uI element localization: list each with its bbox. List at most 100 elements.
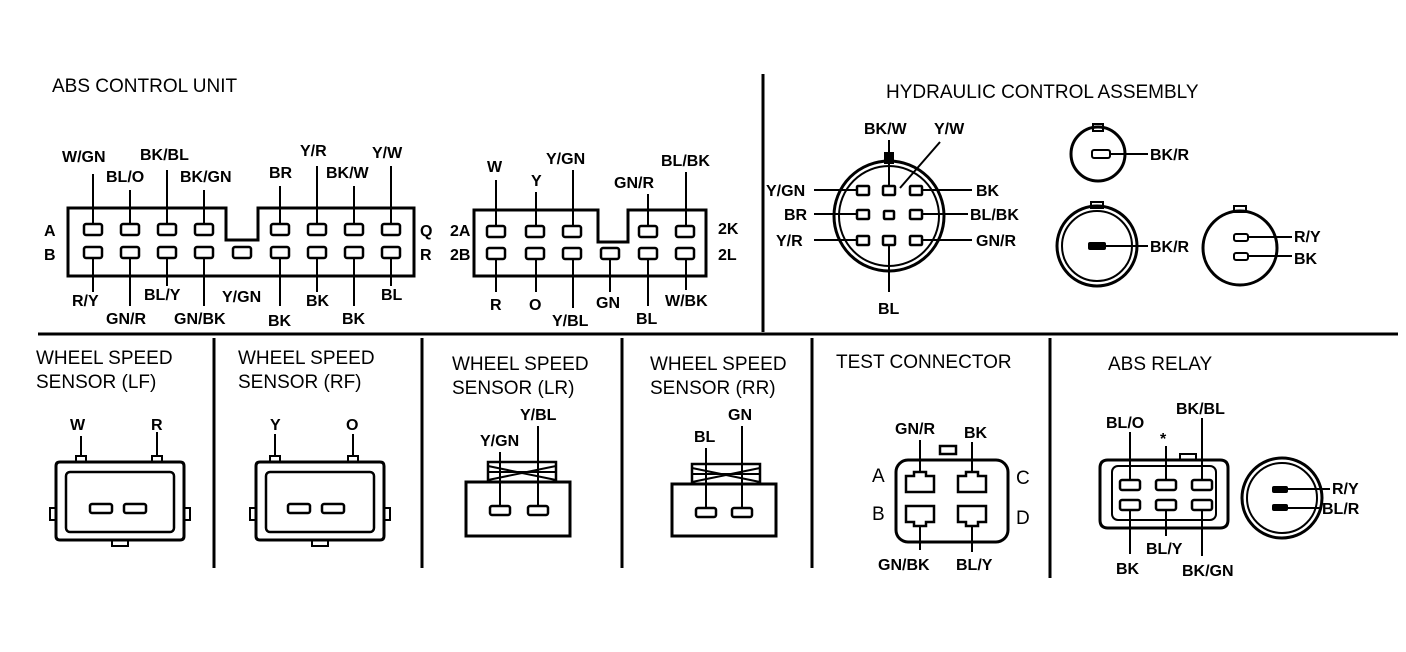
section-title: SENSOR (LF) — [36, 372, 156, 393]
abs-control-unit-connector-1: A B Q R W/GN BL/O BK/BL BK/GN BR Y/R BK/… — [44, 143, 432, 330]
hydraulic-control-assembly-title: HYDRAULIC CONTROL ASSEMBLY — [886, 82, 1199, 103]
section-title: TEST CONNECTOR — [836, 352, 1012, 373]
pin-letter: C — [1016, 468, 1030, 489]
row-label-r: R — [420, 247, 432, 264]
pin-row-2a — [485, 224, 696, 239]
pin-label: BL — [636, 311, 658, 328]
pin-label: BK/GN — [1182, 563, 1234, 580]
abs-control-unit-title: ABS CONTROL UNIT — [52, 76, 237, 97]
pin-label: BK/R — [1150, 239, 1190, 256]
row-label-b: B — [44, 247, 56, 264]
pin-letter: B — [872, 504, 885, 525]
pin-label: R — [151, 417, 163, 434]
wire-leads — [92, 166, 392, 306]
hydraulic-main-connector: BK/W Y/W Y/GN BR Y/R BK BL/BK GN/R BL — [766, 121, 1019, 318]
pin-label: BK — [1294, 251, 1318, 268]
pin-label: Y/GN — [766, 183, 805, 200]
pin-label: W/BK — [665, 293, 708, 310]
pin-row-2b — [485, 246, 696, 261]
pin-label: BL/O — [106, 169, 144, 186]
pin-label: BL — [694, 429, 716, 446]
section-title: SENSOR (RF) — [238, 372, 362, 393]
abs-relay: ABS RELAY BL/O * BK/BL BK BL/Y BK/GN — [1098, 354, 1360, 580]
pin-label: BL/O — [1106, 415, 1144, 432]
pin-row-a — [82, 222, 402, 237]
pin-label: GN — [728, 407, 752, 424]
wire-leads-2 — [495, 170, 687, 308]
section-title: WHEEL SPEED — [36, 348, 173, 369]
hydraulic-small-connector: BK/R — [1069, 123, 1190, 183]
pin-label: GN/BK — [174, 311, 226, 328]
wheel-speed-sensor-rf: WHEEL SPEED SENSOR (RF) Y O — [238, 348, 391, 547]
pin-label: Y/GN — [222, 289, 261, 306]
row-label-q: Q — [420, 223, 432, 240]
pin-label: BK/GN — [180, 169, 232, 186]
pin-label: * — [1160, 431, 1167, 448]
pin-label: Y/R — [776, 233, 803, 250]
pin-label: Y/GN — [546, 151, 585, 168]
pin-label: GN — [596, 295, 620, 312]
pin-label: R/Y — [72, 293, 99, 310]
pin-label: BK/W — [326, 165, 370, 182]
section-title: WHEEL SPEED — [238, 348, 375, 369]
pin-label: Y — [270, 417, 281, 434]
pin-label: BK — [964, 425, 988, 442]
pin-label: W — [70, 417, 86, 434]
pin-label: BL/R — [1322, 501, 1360, 518]
pin-label: BL — [878, 301, 900, 318]
pin-label: Y/GN — [480, 433, 519, 450]
section-title: WHEEL SPEED — [452, 354, 589, 375]
abs-control-unit-connector-2: 2A 2B 2K 2L W Y Y/GN GN/R BL/BK R O Y/BL… — [450, 151, 739, 330]
row-label-2l: 2L — [718, 247, 737, 264]
pin-label: Y/W — [372, 145, 403, 162]
pin-label: W — [487, 159, 503, 176]
pin-label: Y/W — [934, 121, 965, 138]
pin-label: R/Y — [1294, 229, 1321, 246]
pin-row-b — [82, 245, 402, 260]
pin-label: BK — [1116, 561, 1140, 578]
top-pin-labels: W/GN BL/O BK/BL BK/GN BR Y/R BK/W Y/W — [62, 143, 403, 186]
row-label-2k: 2K — [718, 221, 739, 238]
section-title: SENSOR (RR) — [650, 378, 776, 399]
pin-label: BL/BK — [970, 207, 1019, 224]
hydraulic-two-pin-connector: R/Y BK — [1201, 205, 1321, 287]
bottom-pin-labels: R/Y GN/R BL/Y GN/BK Y/GN BK BK BK BL — [72, 287, 403, 330]
pin-letter: D — [1016, 508, 1030, 529]
pin-label: Y — [531, 173, 542, 190]
pin-label: BK/W — [864, 121, 908, 138]
pin-label: Y/R — [300, 143, 327, 160]
pin-label: BL — [381, 287, 403, 304]
pin-label: BR — [784, 207, 808, 224]
top-pin-labels-2: W Y Y/GN GN/R BL/BK — [487, 151, 710, 192]
section-dividers — [38, 74, 1398, 578]
pin-label: GN/R — [895, 421, 935, 438]
wheel-speed-sensor-lf: WHEEL SPEED SENSOR (LF) W R — [36, 348, 191, 547]
pin-label: GN/R — [614, 175, 654, 192]
test-connector: TEST CONNECTOR GN/R BK GN/BK BL/Y A B C … — [836, 352, 1030, 574]
pin-label: BK — [342, 311, 366, 328]
pin-label: BK/BL — [140, 147, 189, 164]
bottom-pin-labels-2: R O Y/BL GN BL W/BK — [490, 293, 708, 330]
pin-label: BL/Y — [144, 287, 181, 304]
pin-label: Y/BL — [520, 407, 557, 424]
pin-label: BR — [269, 165, 293, 182]
pin-label: Y/BL — [552, 313, 589, 330]
section-title: WHEEL SPEED — [650, 354, 787, 375]
pin-label: W/GN — [62, 149, 106, 166]
pin-label: BL/Y — [956, 557, 993, 574]
section-title: SENSOR (LR) — [452, 378, 574, 399]
wheel-speed-sensor-lr: WHEEL SPEED SENSOR (LR) Y/GN Y/BL — [452, 354, 589, 538]
pin-label: O — [346, 417, 358, 434]
pin-label: BK — [306, 293, 330, 310]
pin-label: BL/Y — [1146, 541, 1183, 558]
pin-label: BK/BL — [1176, 401, 1225, 418]
pin-label: BL/BK — [661, 153, 710, 170]
section-title: ABS RELAY — [1108, 354, 1213, 375]
row-label-2b: 2B — [450, 247, 470, 264]
pin-label: BK — [976, 183, 1000, 200]
pin-label: GN/R — [976, 233, 1016, 250]
pin-label: BK — [268, 313, 292, 330]
pin-label: GN/BK — [878, 557, 930, 574]
pin-label: R — [490, 297, 502, 314]
